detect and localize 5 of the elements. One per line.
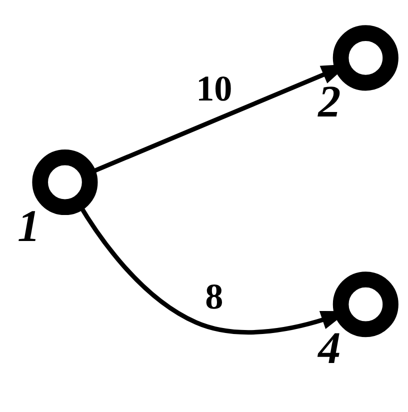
node-label: 2 (318, 76, 341, 127)
edge-label: 10 (196, 68, 232, 108)
edge-label: 8 (205, 276, 224, 316)
node-label: 4 (318, 323, 341, 374)
node-label: 1 (17, 201, 40, 252)
